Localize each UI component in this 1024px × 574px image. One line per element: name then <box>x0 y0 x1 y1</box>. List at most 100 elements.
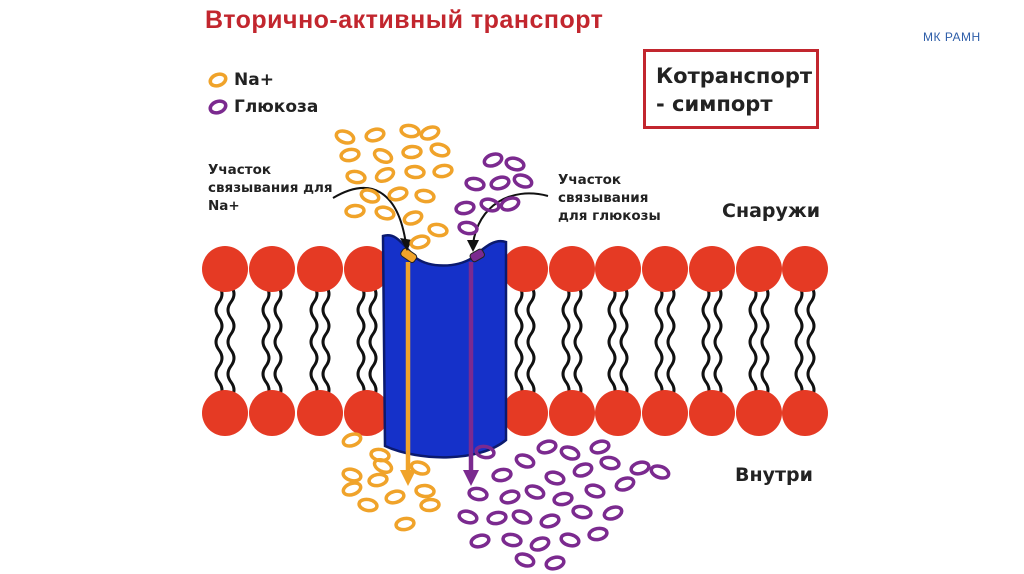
glucose-molecule <box>499 196 521 212</box>
na-pointer-head <box>400 238 412 251</box>
lipid-head-bottom <box>782 390 828 436</box>
cotransport-box: Котранспорт - симпорт <box>643 49 819 129</box>
na-site-note: Участок связывания для Na+ <box>208 161 333 215</box>
lipid-head-top <box>344 246 390 292</box>
glucose-molecule <box>571 504 593 520</box>
lipid-tail <box>713 285 723 399</box>
glucose-site-line3: для глюкозы <box>558 208 661 224</box>
na-ion <box>345 169 367 185</box>
na-ion <box>344 203 366 219</box>
na-ion <box>427 222 449 238</box>
glucose-site-note: Участок связывания для глюкозы <box>558 171 661 225</box>
glucose-molecule <box>587 526 609 542</box>
na-ion <box>387 186 409 202</box>
glucose-molecule <box>529 536 551 552</box>
na-ion <box>419 497 441 513</box>
lipid-head-top <box>249 246 295 292</box>
na-ion <box>419 125 441 141</box>
glucose-molecule <box>474 444 496 460</box>
outside-label: Снаружи <box>722 200 821 222</box>
lipid-head-top <box>689 246 735 292</box>
na-ion <box>401 144 423 160</box>
na-site-line2: связывания для <box>208 180 333 196</box>
lipid-head-top <box>549 246 595 292</box>
glucose-molecule <box>514 453 536 469</box>
legend-na-icon <box>208 72 228 88</box>
glucose-molecule <box>512 173 534 189</box>
lipid-head-top <box>297 246 343 292</box>
lipid-head-bottom <box>689 390 735 436</box>
glucose-molecule <box>489 175 511 191</box>
glucose-molecule <box>572 462 594 478</box>
na-ion <box>414 483 436 499</box>
glucose-site-line2: связывания <box>558 190 649 206</box>
glucose-molecule <box>457 509 479 525</box>
inside-label: Внутри <box>735 464 813 486</box>
glucose-molecule <box>469 533 491 549</box>
lipid-head-top <box>782 246 828 292</box>
glucose-molecule <box>584 483 606 499</box>
na-ion <box>429 142 451 158</box>
na-ion <box>414 188 436 204</box>
lipid-head-bottom <box>502 390 548 436</box>
lipid-head-top <box>202 246 248 292</box>
lipid-tail <box>806 285 816 399</box>
na-ion <box>359 188 381 204</box>
glucose-pointer-head <box>467 240 479 252</box>
lipid-tail <box>261 285 271 399</box>
glucose-molecule <box>511 509 533 525</box>
lipid-head-bottom <box>344 390 390 436</box>
lipid-tail <box>309 285 319 399</box>
lipid-tail <box>273 285 283 399</box>
lipid-tail <box>356 285 366 399</box>
lipid-head-bottom <box>202 390 248 436</box>
legend-glucose-label: Глюкоза <box>234 97 319 117</box>
lipid-tail <box>561 285 571 399</box>
na-ion <box>372 457 394 475</box>
lipid-tail <box>619 285 629 399</box>
na-ion <box>357 497 379 513</box>
na-ion <box>364 127 386 143</box>
lipid-tail <box>701 285 711 399</box>
glucose-molecule <box>514 552 536 568</box>
glucose-binding-site <box>469 248 485 263</box>
lipid-head-bottom <box>595 390 641 436</box>
na-ion <box>334 129 356 145</box>
glucose-molecule <box>491 467 513 483</box>
glucose-molecule <box>536 439 558 455</box>
lipid-tail <box>607 285 617 399</box>
na-ion <box>372 147 394 165</box>
na-ion <box>339 147 361 163</box>
na-site-pointer <box>332 187 407 245</box>
glucose-molecule <box>544 555 566 571</box>
lipid-tail <box>226 285 236 399</box>
box-line2: - симпорт <box>656 92 773 116</box>
glucose-molecule <box>629 460 651 476</box>
na-site-line3: Na+ <box>208 198 240 214</box>
glucose-molecule <box>486 510 508 526</box>
lipid-tail <box>214 285 224 399</box>
lipid-tail <box>368 285 378 399</box>
glucose-molecule <box>457 220 479 236</box>
na-ion <box>341 432 363 448</box>
na-ion <box>367 472 389 488</box>
glucose-molecule <box>501 532 523 548</box>
glucose-arrowhead <box>463 470 479 486</box>
glucose-molecule <box>524 484 546 500</box>
glucose-molecule <box>464 176 486 192</box>
glucose-site-line1: Участок <box>558 172 622 188</box>
na-ion <box>341 467 363 483</box>
lipid-tail <box>526 285 536 399</box>
glucose-molecule <box>589 439 611 455</box>
lipid-head-bottom <box>249 390 295 436</box>
glucose-molecule <box>559 445 581 461</box>
na-binding-site <box>400 247 418 264</box>
lipid-tail <box>748 285 758 399</box>
lipid-tail <box>514 285 524 399</box>
na-ion <box>341 481 363 497</box>
na-ion <box>399 123 421 139</box>
lipid-tail <box>666 285 676 399</box>
lipid-head-top <box>595 246 641 292</box>
legend-na-label: Na+ <box>234 70 274 90</box>
